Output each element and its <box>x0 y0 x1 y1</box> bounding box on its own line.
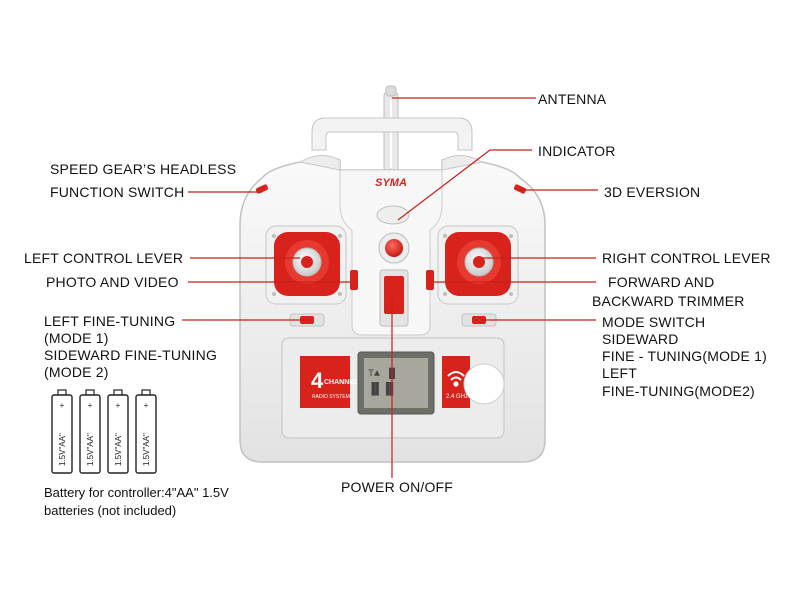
svg-text:+: + <box>144 401 149 410</box>
battery-cell-label: 1.5V"AA" <box>58 433 67 466</box>
battery-note-line1: Battery for controller:4"AA" 1.5V <box>44 485 229 500</box>
battery-cell: +1.5V"AA" <box>107 389 129 474</box>
battery-cell-label: 1.5V"AA" <box>114 433 123 466</box>
battery-cell: +1.5V"AA" <box>135 389 157 474</box>
svg-text:SYMA: SYMA <box>375 177 407 189</box>
label-speed-gear-1: SPEED GEAR’S HEADLESS <box>50 161 237 177</box>
speed-gear-switch[interactable] <box>255 184 269 195</box>
battery-cell-label: 1.5V"AA" <box>86 433 95 466</box>
label-photo-video: PHOTO AND VIDEO <box>46 274 179 290</box>
svg-text:RADIO SYSTEM: RADIO SYSTEM <box>312 394 350 400</box>
svg-text:+: + <box>116 401 121 410</box>
svg-text:+: + <box>60 401 65 410</box>
label-left-fine-1: LEFT FINE-TUNING <box>44 313 176 329</box>
label-right-control-lever: RIGHT CONTROL LEVER <box>602 250 771 266</box>
svg-text:2.4 GHz: 2.4 GHz <box>446 394 468 400</box>
center-button[interactable] <box>378 232 410 264</box>
label-3d-eversion: 3D EVERSION <box>604 184 701 200</box>
photo-video-button[interactable] <box>350 270 358 290</box>
label-power: POWER ON/OFF <box>341 479 454 495</box>
left-control-lever[interactable] <box>265 225 347 305</box>
label-left-fine-4: (MODE 2) <box>44 364 109 380</box>
battery-cell: +1.5V"AA" <box>79 389 101 474</box>
battery-note: Battery for controller:4"AA" 1.5V batter… <box>44 484 229 520</box>
carry-handle <box>311 117 473 151</box>
battery-cell: +1.5V"AA" <box>51 389 73 474</box>
label-left-control-lever: LEFT CONTROL LEVER <box>24 250 184 266</box>
indicator-light <box>376 205 410 225</box>
brand-logo: SYMA <box>375 177 407 189</box>
3d-eversion-switch[interactable] <box>513 184 527 195</box>
display-panel: 4 CHANNEL RADIO SYSTEM T▲ ▐▌ ▐▌▐▌ 2.4 GH… <box>281 337 505 439</box>
label-forward-trimmer-1: FORWARD AND <box>608 274 715 290</box>
wifi-icon <box>447 371 465 387</box>
svg-text:T▲ ▐▌: T▲ ▐▌ <box>368 367 398 380</box>
label-antenna: ANTENNA <box>538 91 607 107</box>
label-mode-switch-1: MODE SWITCH <box>602 314 706 330</box>
battery-cell-label: 1.5V"AA" <box>142 433 151 466</box>
label-left-fine-2: (MODE 1) <box>44 330 109 346</box>
label-speed-gear-2: FUNCTION SWITCH <box>50 184 185 200</box>
label-left-fine-3: SIDEWARD FINE-TUNING <box>44 347 218 363</box>
forward-backward-trimmer[interactable] <box>426 270 434 290</box>
label-mode-switch-5: FINE-TUNING(MODE2) <box>602 383 755 399</box>
right-control-lever[interactable] <box>437 225 519 305</box>
label-forward-trimmer-2: BACKWARD TRIMMER <box>592 293 745 309</box>
svg-text:CHANNEL: CHANNEL <box>324 379 359 386</box>
svg-text:4: 4 <box>311 368 324 393</box>
label-mode-switch-4: LEFT <box>602 365 638 381</box>
battery-note-line2: batteries (not included) <box>44 503 177 518</box>
round-knob[interactable] <box>463 363 505 405</box>
power-switch[interactable] <box>379 269 409 327</box>
label-indicator: INDICATOR <box>538 143 616 159</box>
label-mode-switch-2: SIDEWARD <box>602 331 679 347</box>
svg-text:+: + <box>88 401 93 410</box>
battery-illustration: +1.5V"AA"+1.5V"AA"+1.5V"AA"+1.5V"AA" <box>51 389 157 474</box>
leader-lines <box>182 97 598 478</box>
label-mode-switch-3: FINE - TUNING(MODE 1) <box>602 348 767 364</box>
svg-text:▐▌▐▌: ▐▌▐▌ <box>368 382 397 396</box>
